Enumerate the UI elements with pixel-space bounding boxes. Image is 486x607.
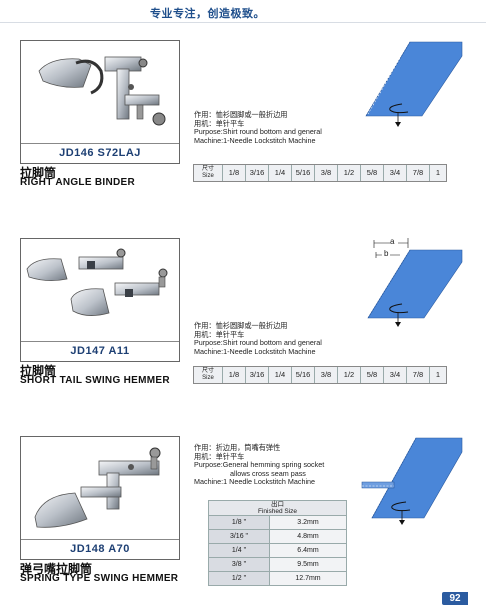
size-cell: 1 [429, 367, 446, 383]
table-row: 1/8 "3.2mm [208, 515, 347, 530]
size-cell: 3/8 [314, 165, 337, 181]
size-cell: 5/8 [360, 367, 383, 383]
product-card-jd147: JD147 A11 [20, 238, 180, 362]
binder-photo [21, 41, 179, 143]
dimension-label-a: a [390, 237, 395, 246]
size-cell: 5/16 [291, 165, 314, 181]
size-cell: 1/2 [337, 165, 360, 181]
size-cell: 1 [429, 165, 446, 181]
size-cell: 3/4 [383, 367, 406, 383]
fold-diagram: a b [350, 232, 470, 337]
dimension-label-b: b [384, 249, 389, 258]
fold-diagram [350, 432, 470, 537]
product-title-cn: 拉脚筒 [20, 166, 57, 180]
size-cell: 3/16 [245, 165, 268, 181]
size-cell: 7/8 [406, 165, 429, 181]
size-cell: 1/4 [268, 165, 291, 181]
model-label: JD148 A70 [21, 539, 179, 558]
product-info: 作用：折边用，筒嘴有弹性 用机：单针平车 Purpose:General hem… [194, 443, 325, 487]
product-card-jd146: JD146 S72LAJ [20, 40, 180, 164]
product-card-jd148: JD148 A70 [20, 436, 180, 560]
size-cell: 1/2 [337, 367, 360, 383]
spring-hemmer-photo [21, 437, 179, 539]
size-cell: 3/4 [383, 165, 406, 181]
fold-diagram [350, 38, 470, 143]
table-row: 3/8 "9.5mm [208, 557, 347, 572]
product-title-en: SHORT TAIL SWING HEMMER [20, 375, 170, 386]
header-divider [0, 22, 486, 23]
size-cell: 3/16 [245, 367, 268, 383]
product-title-en: SPRING TYPE SWING HEMMER [20, 573, 179, 584]
table-row: 3/16 "4.8mm [208, 529, 347, 544]
size-cell: 7/8 [406, 367, 429, 383]
size-cell: 5/8 [360, 165, 383, 181]
header-slogan: 专业专注，创造极致。 [150, 8, 265, 20]
product-title-cn: 拉脚筒 [20, 364, 57, 378]
table-row: 1/2 "12.7mm [208, 571, 347, 586]
page-number: 92 [442, 592, 468, 605]
size-cell: 1/8 [222, 367, 245, 383]
size-cell: 3/8 [314, 367, 337, 383]
size-cell: 1/8 [222, 165, 245, 181]
model-label: JD146 S72LAJ [21, 143, 179, 162]
product-info: 作用：恤衫圆脚或一般折边用 用机：单针平车 Purpose:Shirt roun… [194, 110, 322, 145]
model-label: JD147 A11 [21, 341, 179, 360]
hemmer-photo [21, 239, 179, 341]
product-title-en: RIGHT ANGLE BINDER [20, 177, 136, 188]
product-title-cn: 弹弓嘴拉脚筒 [20, 562, 93, 576]
product-info: 作用：恤衫圆脚或一般折边用 用机：单针平车 Purpose:Shirt roun… [194, 321, 322, 356]
size-cell: 1/4 [268, 367, 291, 383]
size-cell: 5/16 [291, 367, 314, 383]
table-row: 1/4 "6.4mm [208, 543, 347, 558]
